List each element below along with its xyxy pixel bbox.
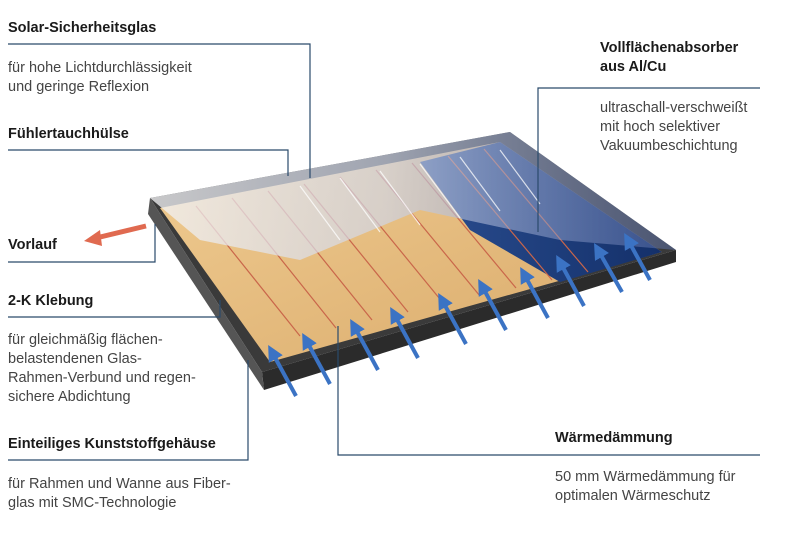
absorber-title: Vollflächenabsorber aus Al/Cu	[600, 39, 738, 77]
housing-desc: für Rahmen und Wanne aus Fiber- glas mit…	[8, 475, 231, 513]
sensor-title: Fühlertauchhülse	[8, 125, 129, 144]
absorber-desc: ultraschall-verschweißt mit hoch selekti…	[600, 99, 747, 156]
insulation-title: Wärmedämmung	[555, 429, 673, 448]
housing-title: Einteiliges Kunststoffgehäuse	[8, 435, 216, 454]
glass-title: Solar-Sicherheitsglas	[8, 19, 156, 38]
leader-sensor	[8, 150, 288, 176]
insulation-desc: 50 mm Wärmedämmung für optimalen Wärmesc…	[555, 468, 736, 506]
flow-title: Vorlauf	[8, 236, 57, 255]
glass-desc: für hohe Lichtdurchlässigkeit und gering…	[8, 59, 192, 97]
adhesive-desc: für gleichmäßig flächen- belastendenen G…	[8, 331, 196, 407]
adhesive-title: 2-K Klebung	[8, 292, 93, 311]
flow-arrow	[84, 226, 146, 246]
